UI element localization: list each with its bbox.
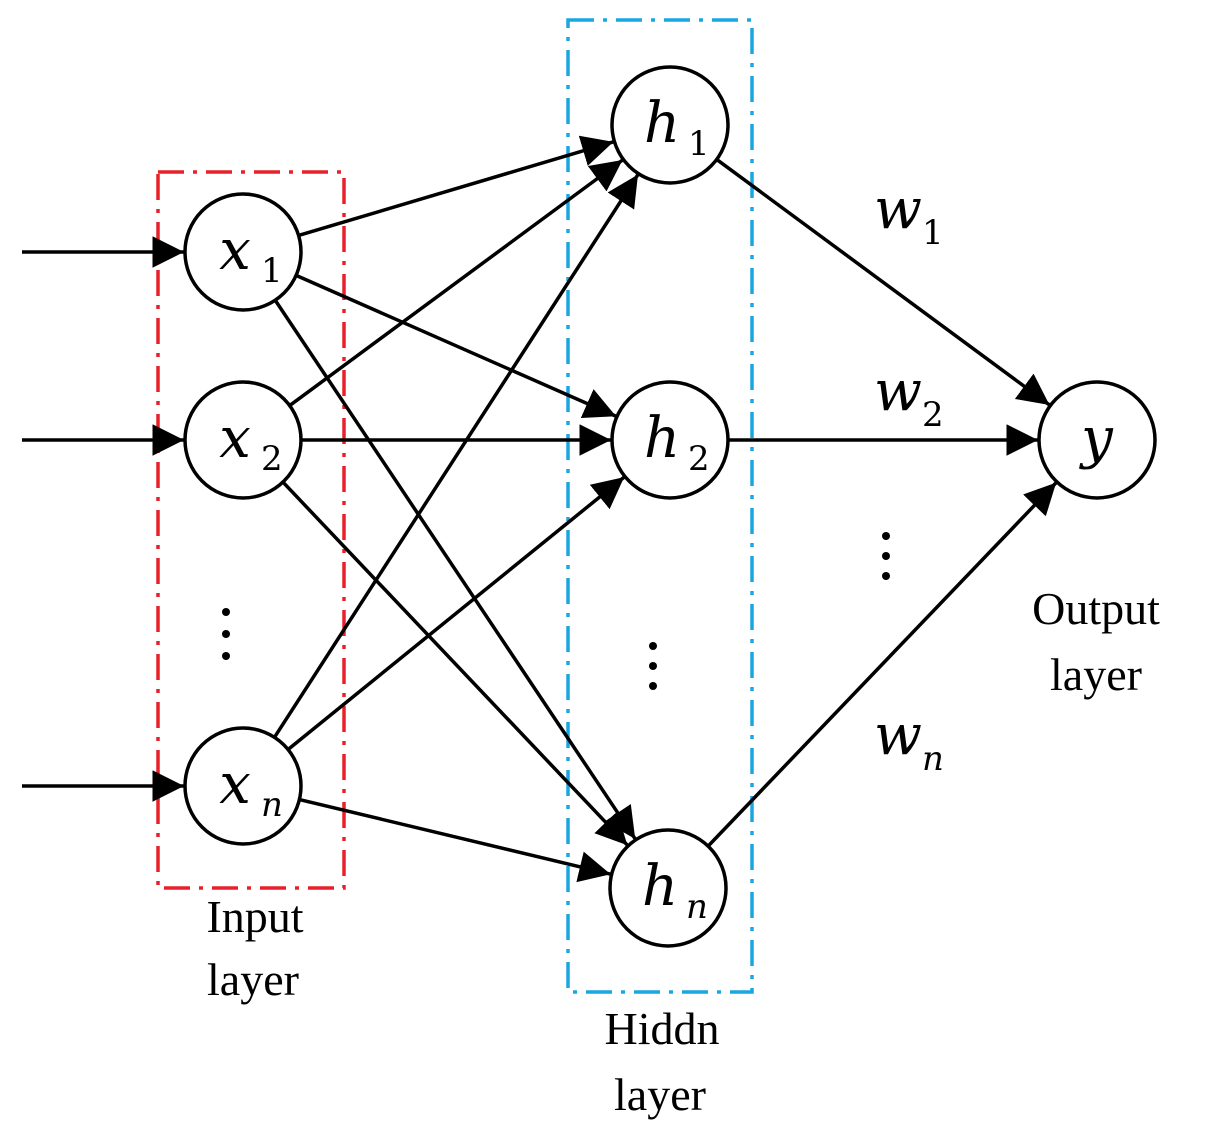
edge-x1-hn [273, 299, 637, 840]
hidden-layer-caption-line2: layer [614, 1069, 706, 1120]
input-ellipsis [222, 608, 230, 660]
node-subscript-h2: 2 [688, 439, 710, 479]
node-symbol-h2: h [644, 406, 680, 471]
node-subscript-xn: n [261, 785, 283, 825]
edge-h1-y [715, 158, 1051, 407]
hidden-ellipsis [649, 642, 657, 690]
input-ellipsis-dot [222, 608, 230, 616]
output-layer-caption-line1: Output [1032, 583, 1160, 634]
input-layer-caption-line1: Input [206, 891, 303, 942]
node-circle-h1 [610, 65, 730, 185]
node-circle-hn [608, 828, 728, 948]
edge-x1-h2 [295, 273, 617, 418]
edge-xn-h2 [286, 475, 626, 751]
input-layer-caption-line2: layer [207, 954, 299, 1005]
input-ellipsis-dot [222, 630, 230, 638]
weight-symbol-wn: w [874, 703, 922, 768]
node-symbol-hn: h [642, 854, 678, 919]
input-layer-box [156, 170, 346, 890]
weight-ellipsis [882, 532, 890, 580]
node-y: y [1037, 380, 1157, 500]
node-subscript-x2: 2 [261, 439, 283, 479]
node-subscript-x1: 1 [261, 251, 283, 291]
output-layer-caption-line2: layer [1050, 649, 1142, 700]
node-circle-x2 [183, 380, 303, 500]
node-circle-x1 [183, 192, 303, 312]
node-symbol-x1: x [219, 218, 251, 283]
input-feed-arrows [22, 236, 184, 802]
node-symbol-xn: x [219, 752, 251, 817]
ellipsis-dots [222, 532, 890, 690]
weight-ellipsis-dot [882, 532, 890, 540]
node-circle-xn [183, 726, 303, 846]
hidden-ellipsis-dot [649, 662, 657, 670]
node-symbol-h1: h [644, 91, 680, 156]
weight-ellipsis-dot [882, 552, 890, 560]
weight-ellipsis-dot [882, 572, 890, 580]
hidden-ellipsis-dot [649, 642, 657, 650]
node-circle-y [1037, 380, 1157, 500]
weight-subscript-w2: 2 [922, 395, 944, 435]
node-subscript-h1: 1 [688, 124, 710, 164]
node-symbol-x2: x [219, 406, 251, 471]
node-symbol-y: y [1078, 406, 1114, 471]
hidden-ellipsis-dot [649, 682, 657, 690]
weight-subscript-wn: n [922, 739, 944, 779]
node-circle-h2 [610, 380, 730, 500]
connections [273, 135, 1058, 883]
weight-symbol-w1: w [874, 177, 922, 242]
hidden-layer-box [566, 18, 754, 994]
weight-symbol-w2: w [874, 359, 922, 424]
input-ellipsis-dot [222, 652, 230, 660]
weight-subscript-w1: 1 [922, 213, 944, 253]
edge-x1-h1 [298, 135, 614, 238]
edge-x2-h1 [288, 158, 624, 407]
edge-x2-hn [281, 480, 629, 847]
edge-xn-h1 [273, 173, 640, 739]
edge-hn-y [706, 481, 1058, 848]
node-subscript-hn: n [686, 887, 708, 927]
edge-xn-hn [298, 797, 612, 883]
hidden-layer-caption-line1: Hiddn [605, 1003, 720, 1054]
